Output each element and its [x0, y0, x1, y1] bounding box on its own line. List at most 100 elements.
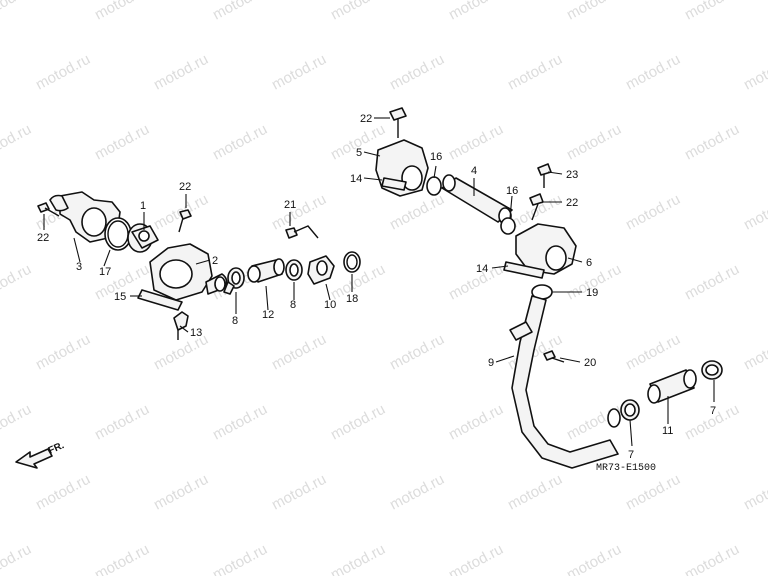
watermark-text: motod.ru — [741, 191, 768, 234]
watermark-text: motod.ru — [446, 0, 506, 24]
watermark-text: motod.ru — [0, 401, 34, 444]
water-pipe-4 — [441, 174, 513, 225]
hose-clamp-8a — [223, 267, 245, 295]
watermark-text: motod.ru — [682, 261, 742, 304]
watermark-text: motod.ru — [741, 51, 768, 94]
front-direction-arrow: FR. — [15, 440, 66, 469]
callout-13: 13 — [190, 327, 202, 339]
callout-7-a: 7 — [628, 449, 634, 461]
watermark-text: motod.ru — [210, 0, 270, 24]
bolt-22-upper — [178, 209, 192, 233]
watermark-text: motod.ru — [564, 0, 624, 24]
callout-19: 19 — [586, 287, 598, 299]
watermark-text: motod.ru — [623, 471, 683, 514]
bolt-22-left — [37, 202, 60, 217]
watermark-text: motod.ru — [33, 51, 93, 94]
water-elbow-6 — [503, 223, 577, 279]
o-ring-16a — [426, 176, 442, 196]
callout-16-b: 16 — [506, 185, 518, 197]
watermark-text: motod.ru — [269, 331, 329, 374]
o-ring-17 — [104, 217, 132, 251]
watermark-text: motod.ru — [623, 51, 683, 94]
watermark-text: motod.ru — [387, 51, 447, 94]
watermark-text: motod.ru — [210, 541, 270, 576]
watermark-text: motod.ru — [0, 0, 34, 24]
callout-10: 10 — [324, 299, 336, 311]
watermark-text: motod.ru — [328, 0, 388, 24]
water-hose-11 — [647, 369, 697, 404]
watermark-text: motod.ru — [269, 191, 329, 234]
callout-4: 4 — [471, 165, 477, 177]
watermark-text: motod.ru — [151, 51, 211, 94]
callout-18: 18 — [346, 293, 358, 305]
callout-22-left: 22 — [37, 232, 49, 244]
bolt-22-top — [389, 107, 407, 138]
watermark-text: motod.ru — [210, 121, 270, 164]
watermark-text: motod.ru — [564, 541, 624, 576]
temperature-sensor — [173, 311, 189, 340]
watermark-text: motod.ru — [0, 261, 34, 304]
watermark-text: motod.ru — [92, 541, 152, 576]
callout-14-lower: 14 — [476, 263, 488, 275]
bolt-21 — [285, 225, 319, 239]
callout-12: 12 — [262, 309, 274, 321]
callout-22-upper: 22 — [179, 181, 191, 193]
front-direction-label: FR. — [47, 440, 66, 457]
callout-16-a: 16 — [430, 151, 442, 163]
callout-2: 2 — [212, 255, 218, 267]
diagram-code: MR73-E1500 — [596, 463, 656, 474]
callout-22-right: 22 — [566, 197, 578, 209]
watermark-text: motod.ru — [387, 471, 447, 514]
callout-5: 5 — [356, 147, 362, 159]
watermark-text: motod.ru — [446, 541, 506, 576]
callout-3: 3 — [76, 261, 82, 273]
bolt-20 — [543, 350, 565, 363]
watermark-text: motod.ru — [92, 121, 152, 164]
callout-8-a: 8 — [232, 315, 238, 327]
watermark-text: motod.ru — [210, 401, 270, 444]
watermark-text: motod.ru — [446, 121, 506, 164]
hose-clamp-7a — [620, 399, 640, 421]
water-joint — [307, 255, 335, 285]
callout-23: 23 — [566, 169, 578, 181]
watermark-text: motod.ru — [564, 121, 624, 164]
watermark-text: motod.ru — [446, 401, 506, 444]
watermark-text: motod.ru — [505, 51, 565, 94]
thermostat-case — [137, 243, 228, 311]
watermark-text: motod.ru — [269, 471, 329, 514]
watermark-text: motod.ru — [387, 191, 447, 234]
watermark-text: motod.ru — [92, 401, 152, 444]
watermark-text: motod.ru — [33, 471, 93, 514]
watermark-text: motod.ru — [505, 471, 565, 514]
watermark-text: motod.ru — [0, 541, 34, 576]
hose-clamp-7b — [701, 360, 723, 380]
watermark-text: motod.ru — [0, 121, 34, 164]
watermark-text: motod.ru — [741, 471, 768, 514]
watermark-text: motod.ru — [741, 331, 768, 374]
callout-22-top: 22 — [360, 113, 372, 125]
watermark-text: motod.ru — [269, 51, 329, 94]
watermark-text: motod.ru — [328, 541, 388, 576]
bolt-23 — [537, 163, 552, 188]
callout-20: 20 — [584, 357, 596, 369]
callout-15: 15 — [114, 291, 126, 303]
watermark-text: motod.ru — [623, 191, 683, 234]
watermark-text: motod.ru — [33, 331, 93, 374]
hose-clamp-8b — [285, 259, 303, 281]
watermark-text: motod.ru — [623, 331, 683, 374]
callout-9: 9 — [488, 357, 494, 369]
watermark-text: motod.ru — [682, 541, 742, 576]
watermark-text: motod.ru — [682, 0, 742, 24]
water-pipe-9 — [509, 295, 621, 469]
callout-7-b: 7 — [710, 405, 716, 417]
callout-labels: 1 2 3 17 22 22 15 13 8 12 8 21 10 18 22 … — [37, 113, 716, 461]
callout-14-upper: 14 — [350, 173, 362, 185]
leader-lines — [43, 117, 715, 447]
callout-17: 17 — [99, 266, 111, 278]
callout-1: 1 — [140, 200, 146, 212]
callout-8-b: 8 — [290, 299, 296, 311]
watermark-text: motod.ru — [92, 0, 152, 24]
callout-6: 6 — [586, 257, 592, 269]
